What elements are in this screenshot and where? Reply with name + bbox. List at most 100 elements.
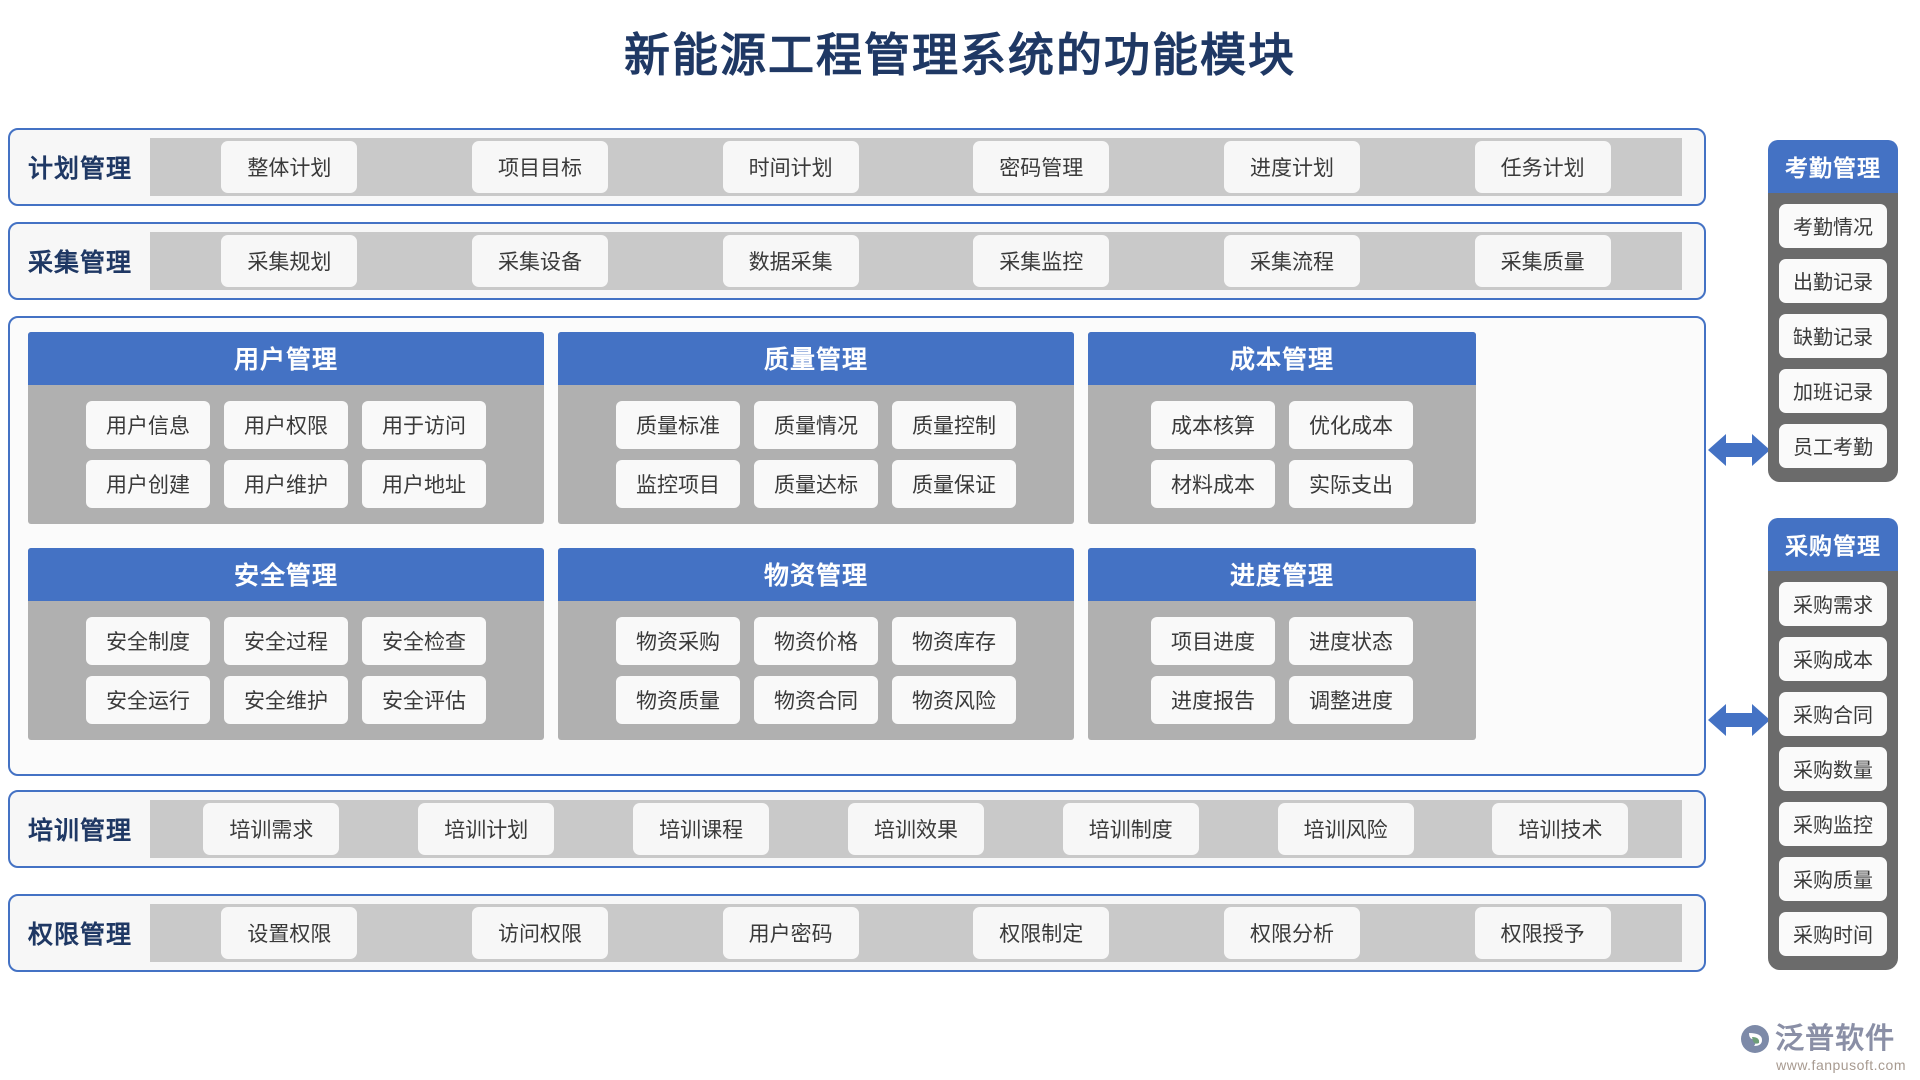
band-permission-management[interactable]: 权限管理 设置权限 访问权限 用户密码 权限制定 权限分析 权限授予 [8, 894, 1706, 972]
chip-plan-0[interactable]: 整体计划 [221, 141, 358, 193]
sidebar-item-attendance-0[interactable]: 考勤情况 [1779, 204, 1887, 248]
chip-material-3[interactable]: 物资质量 [616, 676, 740, 724]
sidebar-title-attendance: 考勤管理 [1768, 140, 1898, 193]
chip-plan-2[interactable]: 时间计划 [722, 141, 859, 193]
chip-user-1[interactable]: 用户权限 [224, 401, 348, 449]
chip-plan-1[interactable]: 项目目标 [471, 141, 608, 193]
sidebar-title-purchase: 采购管理 [1768, 518, 1898, 571]
module-title-cost: 成本管理 [1088, 332, 1476, 385]
chip-safety-4[interactable]: 安全维护 [224, 676, 348, 724]
module-cost-management[interactable]: 成本管理 成本核算 优化成本 材料成本 实际支出 [1088, 332, 1476, 524]
sidebar-item-purchase-0[interactable]: 采购需求 [1779, 582, 1887, 626]
sidebar-attendance-management[interactable]: 考勤管理 考勤情况 出勤记录 缺勤记录 加班记录 员工考勤 [1768, 140, 1898, 482]
band-collection-management[interactable]: 采集管理 采集规划 采集设备 数据采集 采集监控 采集流程 采集质量 [8, 222, 1706, 300]
chip-quality-2[interactable]: 质量控制 [892, 401, 1016, 449]
chip-collection-2[interactable]: 数据采集 [722, 235, 859, 287]
band-label-collection: 采集管理 [27, 250, 132, 277]
main-area: 计划管理 整体计划 项目目标 时间计划 密码管理 进度计划 任务计划 采集管理 … [8, 128, 1706, 994]
chip-permission-0[interactable]: 设置权限 [221, 907, 358, 959]
page-title: 新能源工程管理系统的功能模块 [624, 30, 1296, 81]
band-plan-management[interactable]: 计划管理 整体计划 项目目标 时间计划 密码管理 进度计划 任务计划 [8, 128, 1706, 206]
chip-training-1[interactable]: 培训计划 [418, 803, 555, 855]
module-items-user: 用户信息 用户权限 用于访问 用户创建 用户维护 用户地址 [28, 385, 544, 510]
chip-quality-0[interactable]: 质量标准 [616, 401, 740, 449]
chip-safety-3[interactable]: 安全运行 [86, 676, 210, 724]
sidebar-item-purchase-6[interactable]: 采购时间 [1779, 912, 1887, 956]
chip-collection-1[interactable]: 采集设备 [471, 235, 608, 287]
chip-permission-2[interactable]: 用户密码 [722, 907, 859, 959]
module-items-progress: 项目进度 进度状态 进度报告 调整进度 [1088, 601, 1476, 726]
chip-progress-1[interactable]: 进度状态 [1289, 617, 1413, 665]
chip-material-2[interactable]: 物资库存 [892, 617, 1016, 665]
chip-progress-0[interactable]: 项目进度 [1151, 617, 1275, 665]
chip-quality-3[interactable]: 监控项目 [616, 460, 740, 508]
chip-quality-4[interactable]: 质量达标 [754, 460, 878, 508]
chip-training-6[interactable]: 培训技术 [1492, 803, 1629, 855]
module-quality-management[interactable]: 质量管理 质量标准 质量情况 质量控制 监控项目 质量达标 质量保证 [558, 332, 1074, 524]
chip-user-0[interactable]: 用户信息 [86, 401, 210, 449]
module-progress-management[interactable]: 进度管理 项目进度 进度状态 进度报告 调整进度 [1088, 548, 1476, 740]
sidebar-item-purchase-1[interactable]: 采购成本 [1779, 637, 1887, 681]
chip-plan-5[interactable]: 任务计划 [1474, 141, 1611, 193]
logo-url: www.fanpusoft.com [1776, 1057, 1906, 1073]
chip-cost-0[interactable]: 成本核算 [1151, 401, 1275, 449]
chip-user-2[interactable]: 用于访问 [362, 401, 486, 449]
sidebar-item-purchase-2[interactable]: 采购合同 [1779, 692, 1887, 736]
logo-name: 泛普软件 [1775, 1022, 1896, 1055]
chip-safety-2[interactable]: 安全检查 [362, 617, 486, 665]
chip-cost-2[interactable]: 材料成本 [1151, 460, 1275, 508]
module-material-management[interactable]: 物资管理 物资采购 物资价格 物资库存 物资质量 物资合同 物资风险 [558, 548, 1074, 740]
module-items-material: 物资采购 物资价格 物资库存 物资质量 物资合同 物资风险 [558, 601, 1074, 726]
chip-material-0[interactable]: 物资采购 [616, 617, 740, 665]
chip-progress-3[interactable]: 调整进度 [1289, 676, 1413, 724]
chip-training-4[interactable]: 培训制度 [1062, 803, 1199, 855]
sidebar-item-purchase-4[interactable]: 采购监控 [1779, 802, 1887, 846]
band-training-management[interactable]: 培训管理 培训需求 培训计划 培训课程 培训效果 培训制度 培训风险 培训技术 [8, 790, 1706, 868]
chip-material-1[interactable]: 物资价格 [754, 617, 878, 665]
band-label-plan: 计划管理 [27, 156, 132, 183]
sidebar-item-attendance-2[interactable]: 缺勤记录 [1779, 314, 1887, 358]
band-label-permission: 权限管理 [27, 922, 132, 949]
chip-cost-3[interactable]: 实际支出 [1289, 460, 1413, 508]
chip-collection-4[interactable]: 采集流程 [1223, 235, 1360, 287]
chip-safety-1[interactable]: 安全过程 [224, 617, 348, 665]
band-strip-training: 培训需求 培训计划 培训课程 培训效果 培训制度 培训风险 培训技术 [150, 800, 1682, 858]
module-safety-management[interactable]: 安全管理 安全制度 安全过程 安全检查 安全运行 安全维护 安全评估 [28, 548, 544, 740]
chip-permission-5[interactable]: 权限授予 [1474, 907, 1611, 959]
chip-quality-5[interactable]: 质量保证 [892, 460, 1016, 508]
chip-training-3[interactable]: 培训效果 [847, 803, 984, 855]
chip-plan-3[interactable]: 密码管理 [973, 141, 1110, 193]
chip-collection-0[interactable]: 采集规划 [221, 235, 358, 287]
sidebar-item-attendance-4[interactable]: 员工考勤 [1779, 424, 1887, 468]
chip-quality-1[interactable]: 质量情况 [754, 401, 878, 449]
sidebar-item-attendance-3[interactable]: 加班记录 [1779, 369, 1887, 413]
sidebar-item-attendance-1[interactable]: 出勤记录 [1779, 259, 1887, 303]
sidebar-purchase-management[interactable]: 采购管理 采购需求 采购成本 采购合同 采购数量 采购监控 采购质量 采购时间 [1768, 518, 1898, 970]
chip-material-4[interactable]: 物资合同 [754, 676, 878, 724]
chip-cost-1[interactable]: 优化成本 [1289, 401, 1413, 449]
chip-safety-5[interactable]: 安全评估 [362, 676, 486, 724]
chip-permission-4[interactable]: 权限分析 [1223, 907, 1360, 959]
chip-training-5[interactable]: 培训风险 [1277, 803, 1414, 855]
module-items-cost: 成本核算 优化成本 材料成本 实际支出 [1088, 385, 1476, 510]
module-user-management[interactable]: 用户管理 用户信息 用户权限 用于访问 用户创建 用户维护 用户地址 [28, 332, 544, 524]
chip-user-5[interactable]: 用户地址 [362, 460, 486, 508]
chip-plan-4[interactable]: 进度计划 [1223, 141, 1360, 193]
chip-training-2[interactable]: 培训课程 [633, 803, 770, 855]
chip-safety-0[interactable]: 安全制度 [86, 617, 210, 665]
sidebar-item-purchase-5[interactable]: 采购质量 [1779, 857, 1887, 901]
chip-training-0[interactable]: 培训需求 [203, 803, 340, 855]
chip-material-5[interactable]: 物资风险 [892, 676, 1016, 724]
band-strip-collection: 采集规划 采集设备 数据采集 采集监控 采集流程 采集质量 [150, 232, 1682, 290]
module-title-safety: 安全管理 [28, 548, 544, 601]
chip-progress-2[interactable]: 进度报告 [1151, 676, 1275, 724]
chip-collection-5[interactable]: 采集质量 [1474, 235, 1611, 287]
chip-user-4[interactable]: 用户维护 [224, 460, 348, 508]
module-title-progress: 进度管理 [1088, 548, 1476, 601]
double-arrow-purchase-icon [1708, 704, 1770, 736]
chip-permission-1[interactable]: 访问权限 [471, 907, 608, 959]
chip-permission-3[interactable]: 权限制定 [973, 907, 1110, 959]
sidebar-item-purchase-3[interactable]: 采购数量 [1779, 747, 1887, 791]
chip-user-3[interactable]: 用户创建 [86, 460, 210, 508]
chip-collection-3[interactable]: 采集监控 [973, 235, 1110, 287]
